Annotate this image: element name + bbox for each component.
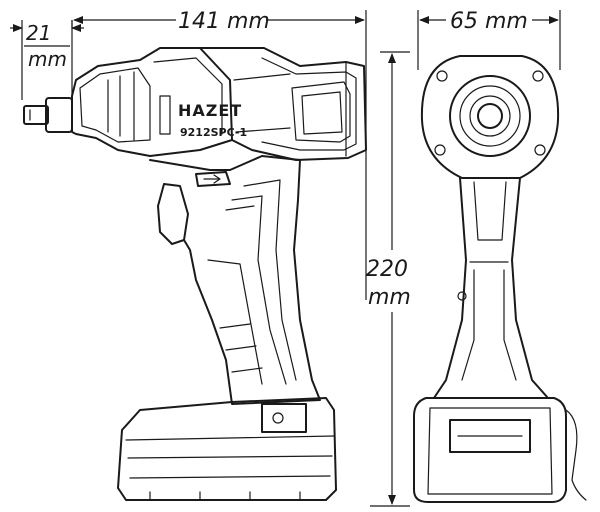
trigger — [157, 183, 189, 245]
height-dim-value: 220 — [366, 257, 408, 282]
front-view — [413, 55, 587, 503]
anvil-collar — [449, 75, 531, 157]
square-drive — [23, 97, 73, 133]
battery-release-button — [261, 403, 307, 433]
side-view: HAZET 9212SPC-1 — [23, 47, 367, 501]
width-dimension: 65 mm — [417, 9, 561, 70]
front-head — [420, 55, 560, 179]
brand-label: HAZET — [178, 101, 242, 120]
drive-dim-unit: mm — [28, 47, 67, 71]
motor-housing: HAZET 9212SPC-1 — [178, 47, 367, 161]
handle — [149, 155, 321, 405]
screw-bottom-left — [434, 144, 446, 156]
front-battery — [413, 397, 587, 503]
screw-bottom-right — [534, 144, 546, 156]
length-dimension: 141 mm — [71, 9, 367, 300]
battery-pack — [117, 397, 337, 501]
front-battery-button — [449, 419, 531, 453]
drive-dimension: 21 mm — [10, 20, 84, 110]
screw-top-left — [436, 70, 448, 82]
drive-dim-value: 21 — [26, 21, 51, 45]
height-dim-unit: mm — [368, 285, 411, 310]
model-label: 9212SPC-1 — [180, 126, 247, 139]
front-handle — [433, 177, 549, 399]
direction-switch — [195, 171, 231, 187]
height-dimension: 220 mm — [366, 51, 411, 507]
anvil-center — [477, 103, 503, 129]
screw-top-right — [532, 70, 544, 82]
width-dim-label: 65 mm — [450, 9, 528, 34]
length-dim-label: 141 mm — [178, 9, 270, 34]
